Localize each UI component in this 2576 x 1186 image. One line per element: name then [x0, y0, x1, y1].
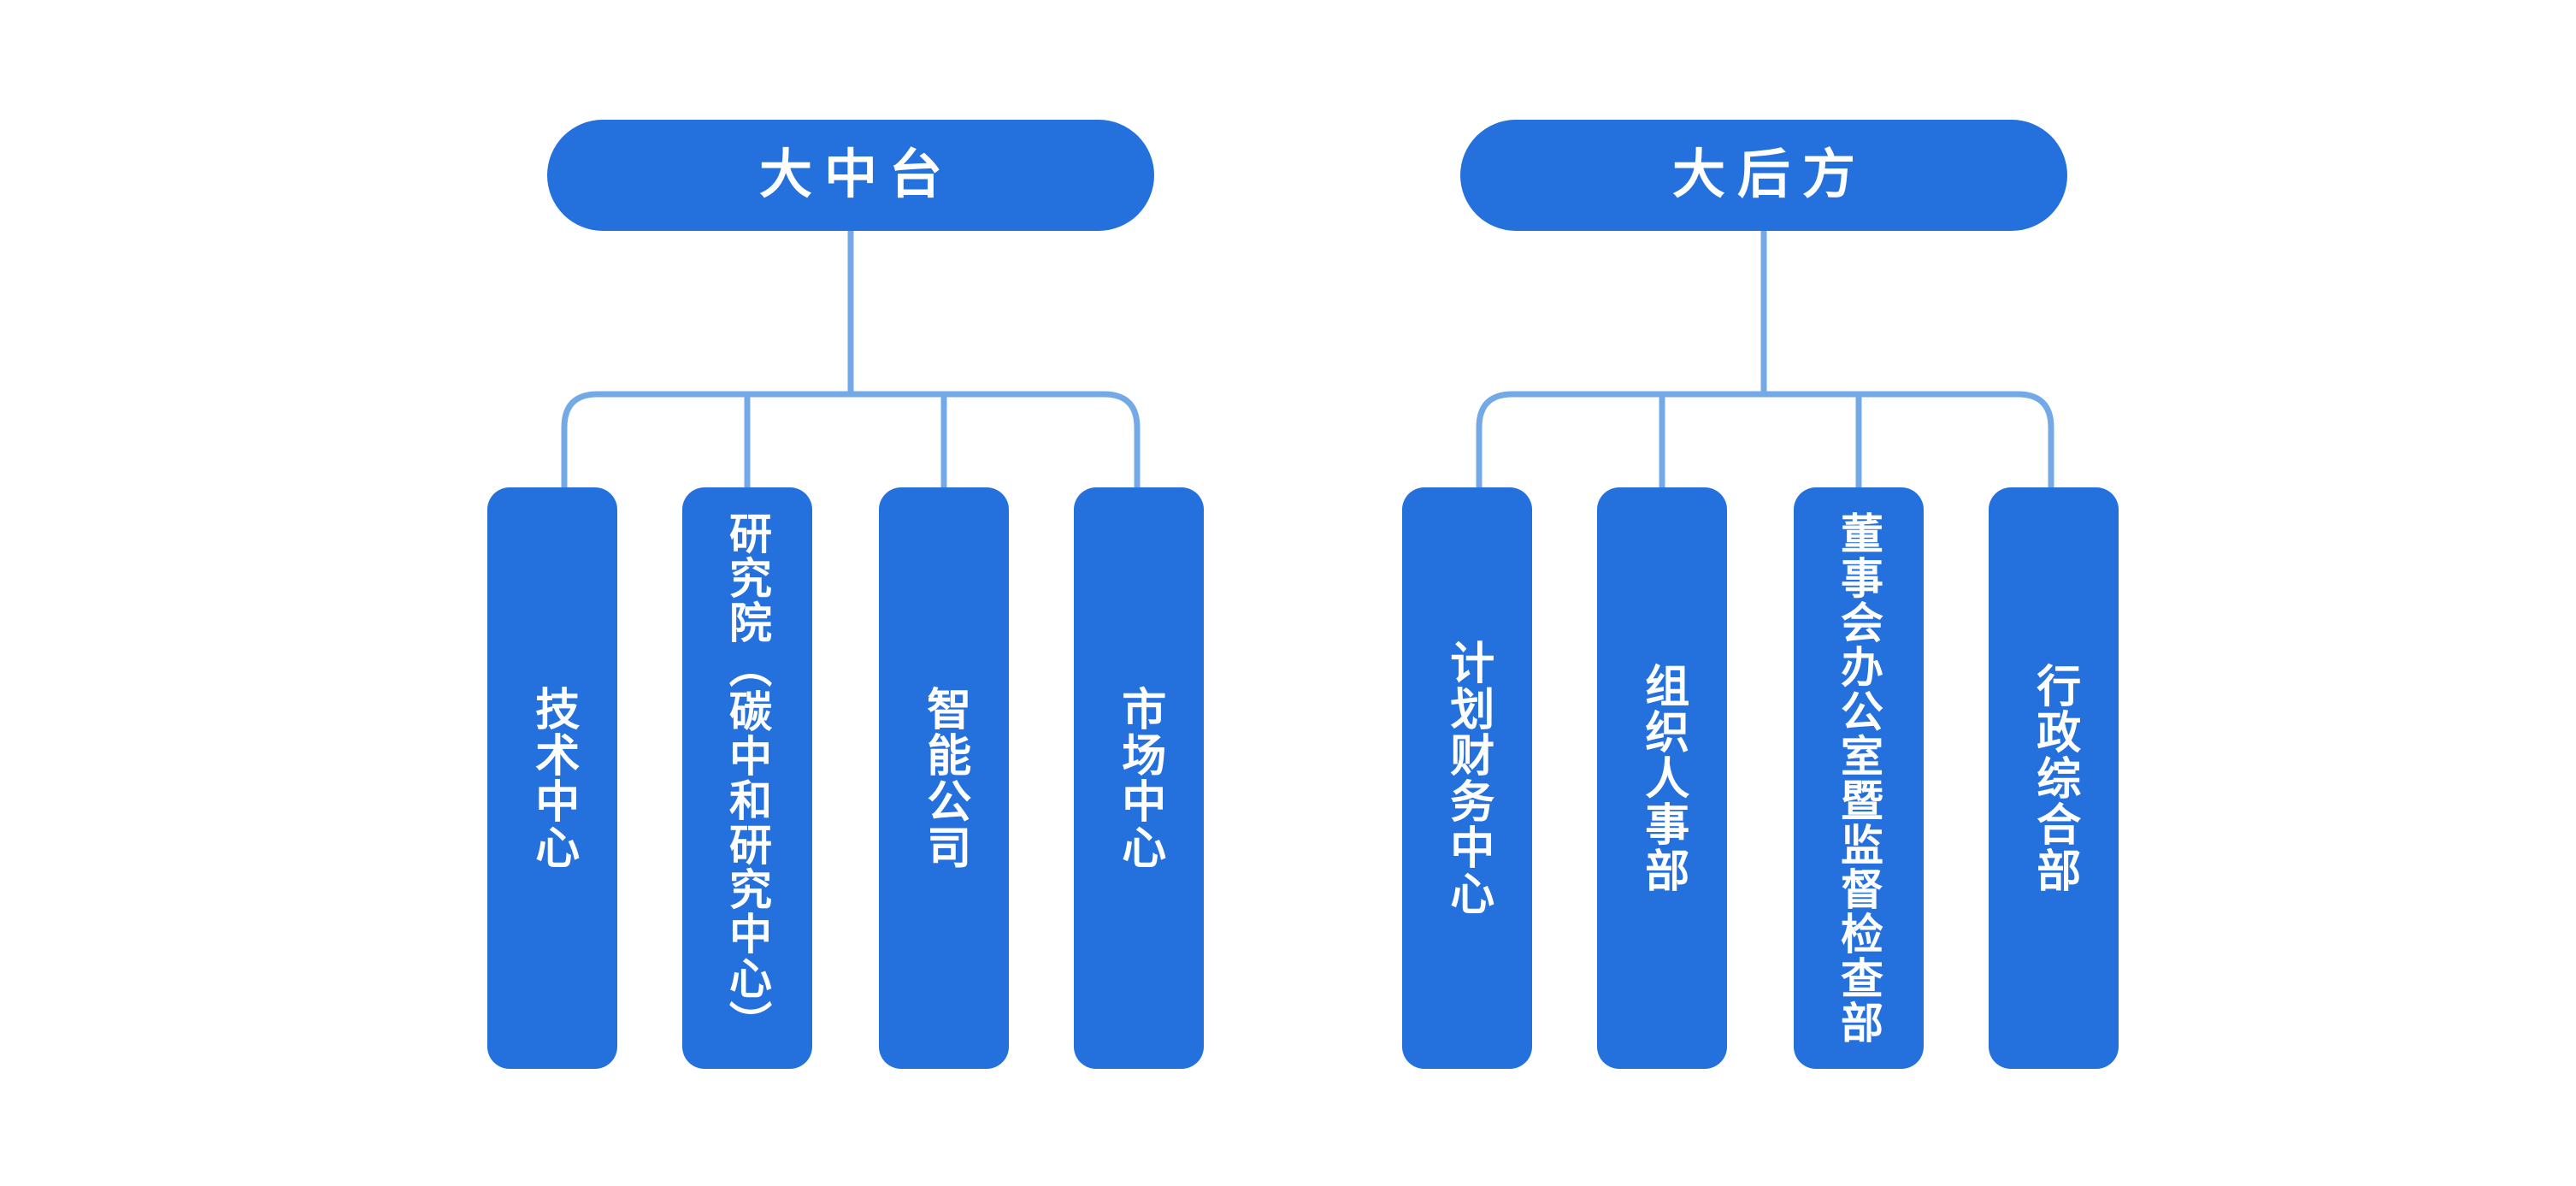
- leaf-node-jishuzhongxin-label: 技术中心: [528, 686, 578, 870]
- leaf-node-zhinenggongsi[interactable]: 智能公司: [879, 487, 1009, 1069]
- leaf-node-dongshihuibangongshi[interactable]: 董事会办公室暨监督检查部: [1794, 487, 1924, 1069]
- leaf-node-yanjiuyuan[interactable]: 研究院（碳中和研究中心）: [682, 487, 812, 1069]
- leaf-node-xingzhengzonghe-label: 行政综合部: [2029, 663, 2079, 894]
- leaf-node-xingzhengzonghe[interactable]: 行政综合部: [1989, 487, 2119, 1069]
- leaf-node-jihuacaiwu-label: 计划财务中心: [1442, 640, 1493, 917]
- root-node-houfang-label: 大后方: [1671, 145, 1867, 204]
- leaf-node-zhinenggongsi-label: 智能公司: [919, 686, 970, 870]
- leaf-node-dongshihuibangongshi-label: 董事会办公室暨监督检查部: [1835, 511, 1883, 1045]
- root-node-zhongtai[interactable]: 大中台: [547, 120, 1154, 231]
- connector-bus-left: [561, 391, 1141, 487]
- leaf-node-jihuacaiwu[interactable]: 计划财务中心: [1402, 487, 1532, 1069]
- root-node-houfang[interactable]: 大后方: [1460, 120, 2067, 231]
- leaf-node-shichangzhongxin-label: 市场中心: [1114, 686, 1164, 870]
- connector-bus-right: [1476, 391, 2054, 487]
- leaf-node-zuzhirenshi[interactable]: 组织人事部: [1597, 487, 1727, 1069]
- leaf-node-yanjiuyuan-label: 研究院（碳中和研究中心）: [723, 511, 771, 1045]
- leaf-node-zuzhirenshi-label: 组织人事部: [1637, 663, 1688, 894]
- root-node-zhongtai-label: 大中台: [758, 145, 954, 204]
- leaf-node-shichangzhongxin[interactable]: 市场中心: [1074, 487, 1204, 1069]
- leaf-node-jishuzhongxin[interactable]: 技术中心: [487, 487, 617, 1069]
